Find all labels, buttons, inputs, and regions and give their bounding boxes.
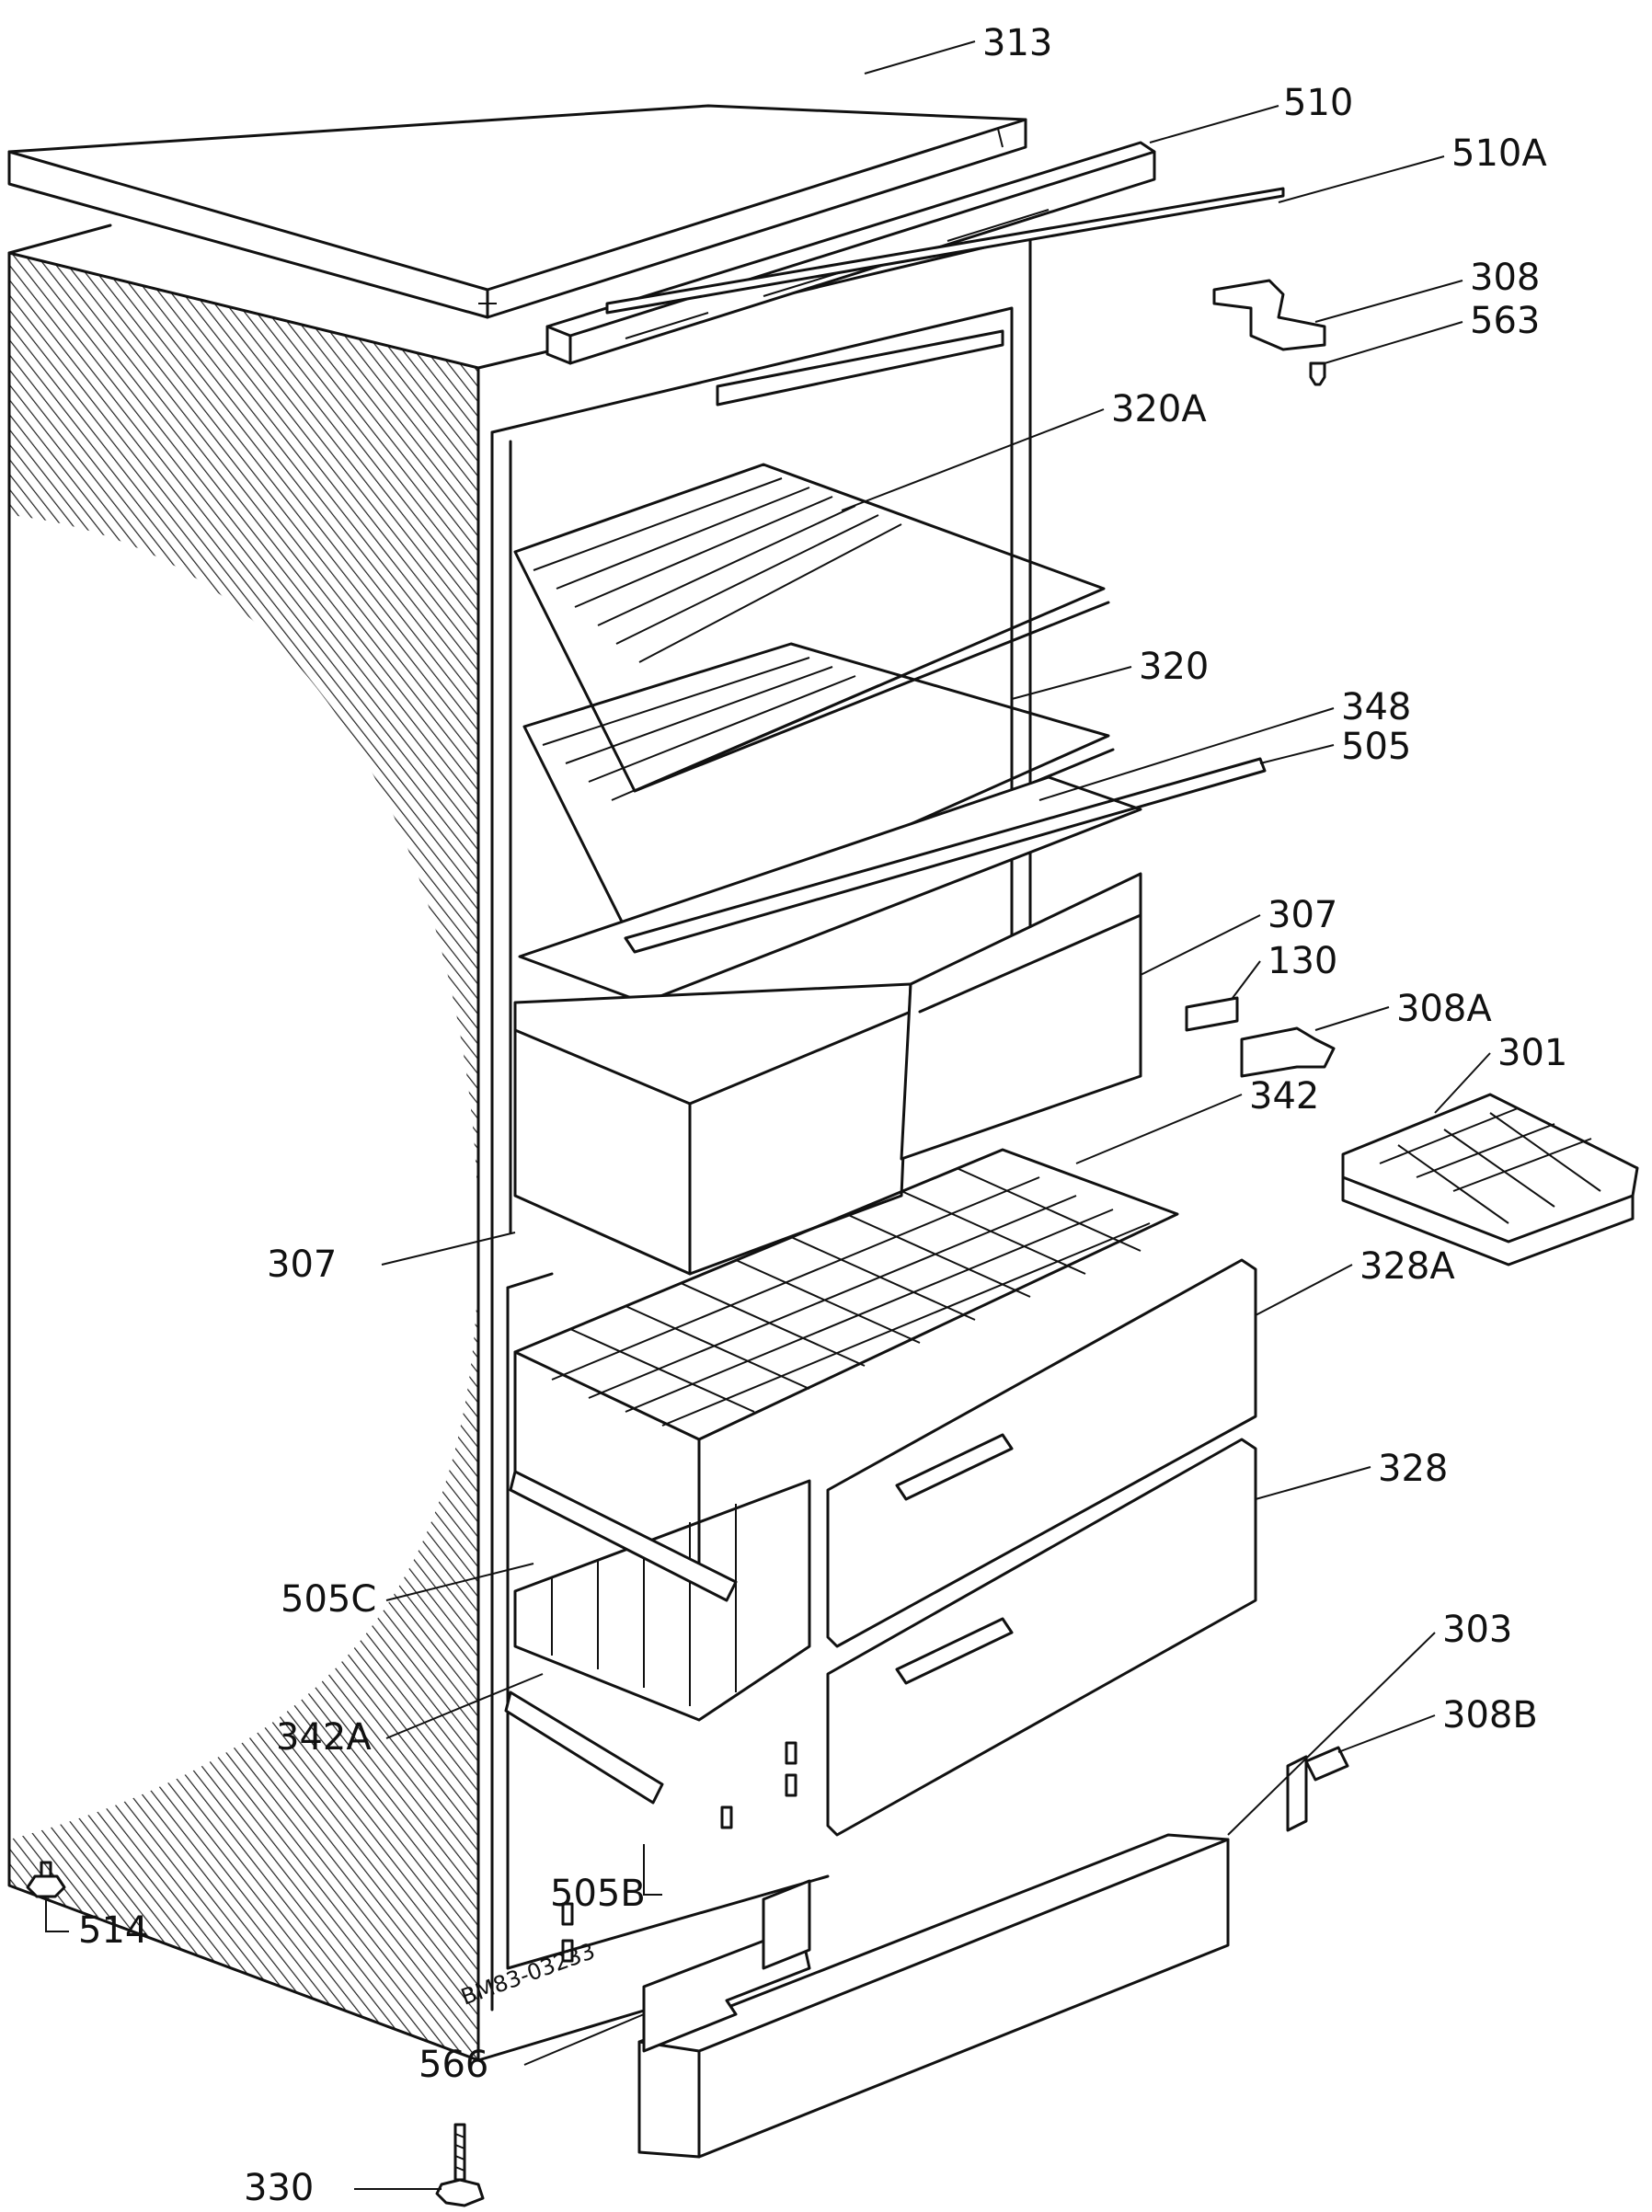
label-330: 330 xyxy=(244,2167,314,2207)
freezer-basket-lower xyxy=(513,1479,811,1722)
part-labels: 313 510 510A 308 563 320A 320 348 505 30… xyxy=(78,22,1567,2209)
label-308a: 308A xyxy=(1396,988,1492,1030)
drawer-runner-upper xyxy=(509,1470,738,1602)
label-342: 342 xyxy=(1249,1075,1319,1117)
label-563: 563 xyxy=(1470,300,1540,342)
freezer-basket-upper xyxy=(513,1148,1179,1565)
glass-shelf xyxy=(518,757,1267,1004)
label-303: 303 xyxy=(1442,1609,1512,1651)
crisper-drawer-right xyxy=(900,872,1142,1161)
wire-shelf-upper xyxy=(513,463,1110,793)
label-514: 514 xyxy=(78,1909,148,1952)
label-313: 313 xyxy=(982,22,1052,64)
label-320: 320 xyxy=(1139,646,1209,688)
label-342a: 342A xyxy=(276,1716,372,1759)
ice-cube-tray xyxy=(1341,1093,1639,1266)
label-328a: 328A xyxy=(1359,1245,1455,1288)
thin-strip xyxy=(605,187,1285,407)
label-308b: 308B xyxy=(1442,1694,1538,1736)
front-trim-bar xyxy=(545,141,1156,365)
label-510: 510 xyxy=(1283,82,1353,124)
leader-lines xyxy=(45,40,1491,2190)
leveling-foot xyxy=(435,2123,485,2207)
middle-hinge xyxy=(1240,1026,1336,1078)
label-307-left: 307 xyxy=(267,1244,337,1286)
crisper-drawer-left xyxy=(513,982,912,1276)
label-328: 328 xyxy=(1378,1448,1448,1490)
hinge-screw xyxy=(1309,361,1326,386)
frame-slots xyxy=(561,1741,797,1963)
adjustable-foot-small xyxy=(26,1861,66,1898)
freezer-drawer-front-lower xyxy=(826,1438,1257,1837)
label-505b: 505B xyxy=(550,1873,646,1915)
label-301: 301 xyxy=(1497,1032,1567,1074)
label-130: 130 xyxy=(1268,940,1337,982)
top-cover xyxy=(7,104,1027,319)
lower-hinge xyxy=(1286,1746,1349,1832)
label-320a: 320A xyxy=(1111,388,1207,430)
label-307-right: 307 xyxy=(1268,894,1337,936)
label-505: 505 xyxy=(1341,726,1411,768)
drawer-runner-lower xyxy=(504,1691,664,1805)
cabinet-body xyxy=(7,223,1060,2062)
label-348: 348 xyxy=(1341,686,1411,728)
removal-tool xyxy=(642,1879,811,2053)
label-566: 566 xyxy=(419,2044,488,2086)
label-505c: 505C xyxy=(281,1578,376,1621)
small-bracket xyxy=(1185,996,1239,1032)
upper-hinge xyxy=(1212,279,1326,351)
label-308: 308 xyxy=(1470,257,1540,299)
freezer-drawer-front-upper xyxy=(826,1258,1257,1648)
label-510a: 510A xyxy=(1451,132,1547,175)
